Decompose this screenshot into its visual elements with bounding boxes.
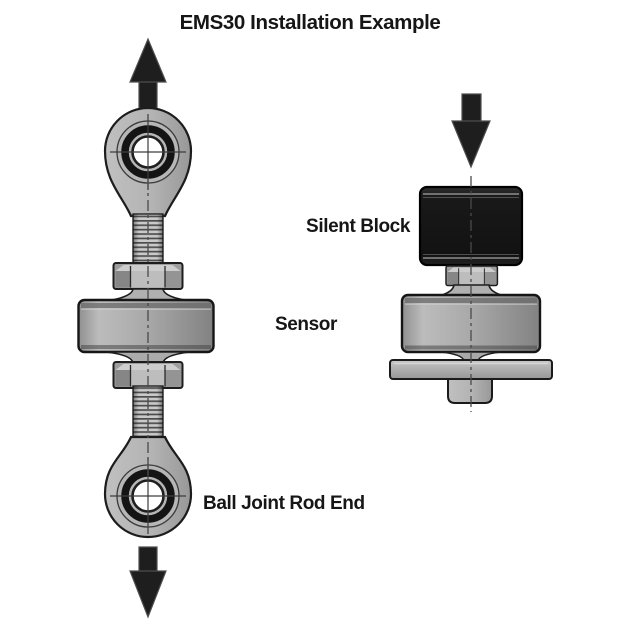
label-ball-joint-rod-end: Ball Joint Rod End [203, 493, 365, 514]
sensor-body-left [77, 298, 215, 354]
labels: EMS30 Installation Example Silent Block … [180, 11, 441, 514]
mounting-stud [447, 378, 493, 404]
ball-joint-rod-end-bottom [103, 435, 193, 539]
up-arrow-icon [129, 37, 167, 109]
label-silent-block: Silent Block [306, 216, 411, 237]
label-sensor: Sensor [275, 314, 338, 335]
hex-nut-right [445, 265, 499, 287]
diagram-title: EMS30 Installation Example [180, 11, 441, 34]
left-assembly [77, 37, 215, 619]
ball-joint-rod-end-top [103, 106, 193, 218]
down-arrow-left-icon [129, 546, 167, 619]
down-arrow-right-icon [451, 93, 491, 169]
right-assembly [389, 93, 553, 412]
